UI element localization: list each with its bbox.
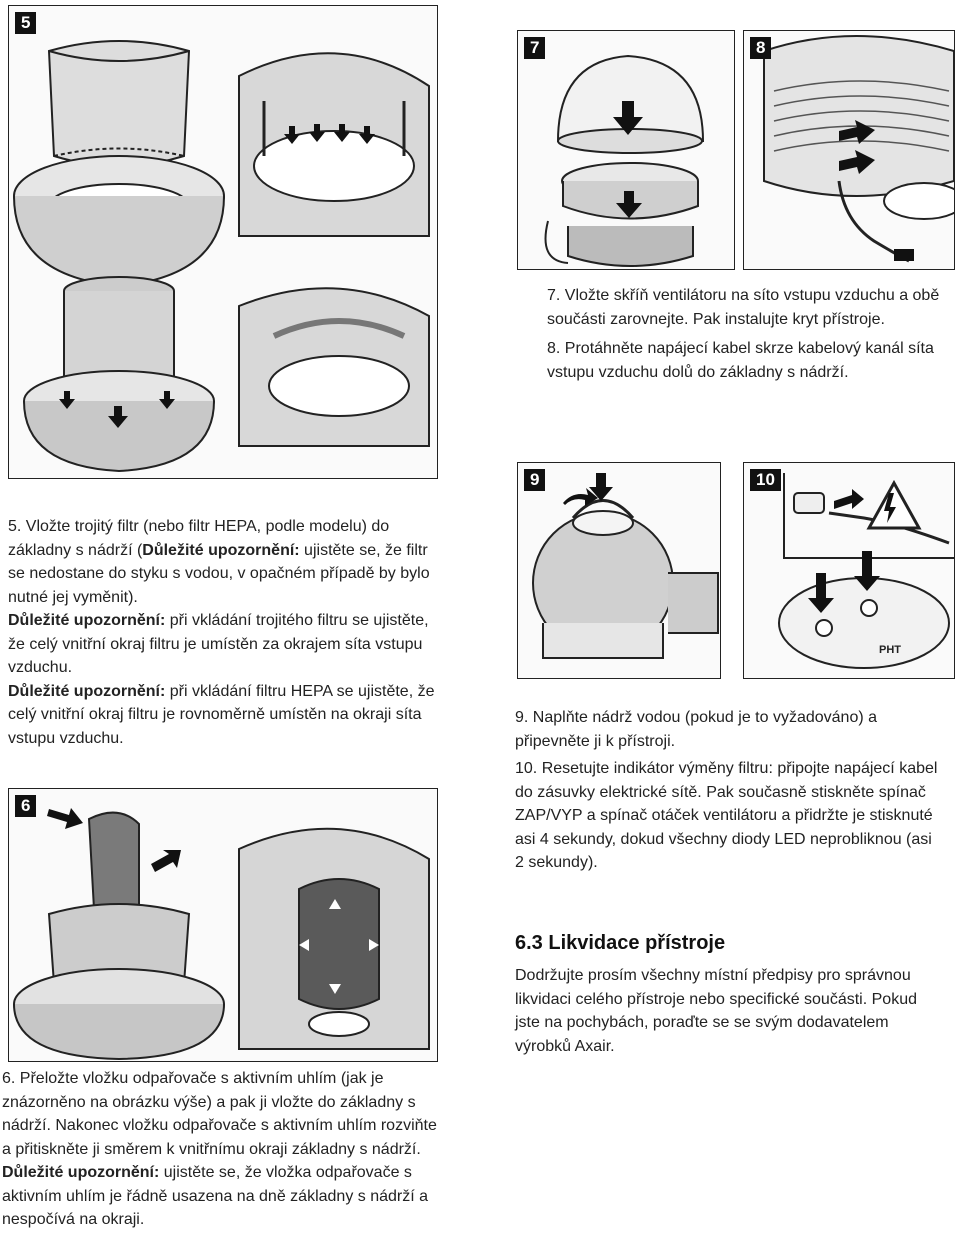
figure-8: 8 xyxy=(743,30,955,270)
figure-number: 10 xyxy=(750,469,781,491)
note-triple-filter: Důležité upozornění: při vkládání trojit… xyxy=(8,609,448,680)
step-6-text: 6. Přeložte vložku odpařovače s aktivním… xyxy=(2,1070,437,1158)
step-6-text-block: 6. Přeložte vložku odpařovače s aktivním… xyxy=(2,1067,442,1232)
important-note-label: Důležité upozornění: xyxy=(8,682,166,700)
section-heading: 6.3 Likvidace přístroje xyxy=(515,932,726,954)
figure-5: 5 xyxy=(8,5,438,479)
figure-6: 6 xyxy=(8,788,438,1062)
carbon-insert-illustration xyxy=(13,808,430,1061)
figure-9: 9 xyxy=(517,462,721,679)
figure-10: 10 PHT xyxy=(743,462,955,679)
disposal-text: Dodržujte prosím všechny místní předpisy… xyxy=(515,967,917,1055)
figure-number: 7 xyxy=(524,37,546,59)
filter-insertion-illustration xyxy=(13,40,430,473)
steps-7-8-text: 7. Vložte skříň ventilátoru na síto vstu… xyxy=(547,284,947,384)
step-5-intro: 5. Vložte trojitý filtr (nebo filtr HEPA… xyxy=(8,518,390,559)
important-note-label: Důležité upozornění: xyxy=(2,1164,160,1181)
reset-indicator-illustration: PHT xyxy=(778,473,954,669)
figure-number: 8 xyxy=(750,37,772,59)
important-note-label: Důležité upozornění: xyxy=(142,541,300,559)
power-cable-routing-illustration xyxy=(763,35,954,263)
step-5-text-block: 5. Vložte trojitý filtr (nebo filtr HEPA… xyxy=(8,515,448,750)
step-5-end: ujistěte se, že filtr se nedostane do st… xyxy=(8,541,430,606)
important-note-label: Důležité upozornění: xyxy=(8,612,166,629)
steps-9-10-text: 9. Naplňte nádrž vodou (pokud je to vyža… xyxy=(515,706,945,875)
step-10-text: 10. Resetujte indikátor výměny filtru: p… xyxy=(515,760,938,871)
step-9-text: 9. Naplňte nádrž vodou (pokud je to vyža… xyxy=(515,709,878,750)
note-hepa-filter: Důležité upozornění: při vkládání filtru… xyxy=(8,680,448,751)
figure-number: 9 xyxy=(524,469,546,491)
note-carbon-insert: Důležité upozornění: ujistěte se, že vlo… xyxy=(2,1161,442,1232)
figure-number: 6 xyxy=(15,795,37,817)
step-5-text: 5. Vložte trojitý filtr (nebo filtr HEPA… xyxy=(8,515,448,609)
plate-text: PHT xyxy=(879,644,901,656)
figure-number: 5 xyxy=(15,12,37,34)
fan-housing-illustration xyxy=(544,54,705,267)
note-carbon-insert-text: ujistěte se, že vložka odpařovače s akti… xyxy=(2,1164,429,1228)
step-7-text: 7. Vložte skříň ventilátoru na síto vstu… xyxy=(547,287,940,328)
step-8-text: 8. Protáhněte napájecí kabel skrze kabel… xyxy=(547,340,934,381)
note-hepa-filter-text: při vkládání filtru HEPA se ujistěte, že… xyxy=(8,682,435,747)
note-triple-filter-text: při vkládání trojitého filtru se ujistět… xyxy=(8,612,429,676)
tank-attach-illustration xyxy=(532,473,719,659)
figure-7: 7 xyxy=(517,30,735,270)
